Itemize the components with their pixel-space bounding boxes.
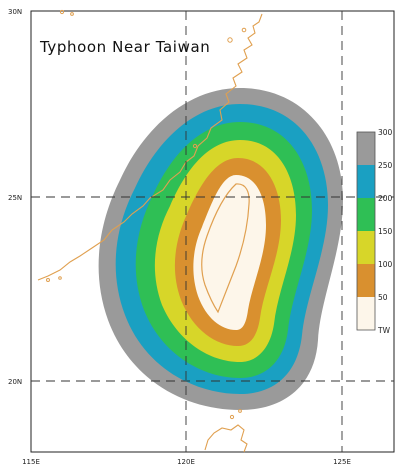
legend-label-50: 50 [378, 293, 388, 302]
coastal-islands [46, 9, 247, 282]
legend-label-150: 150 [378, 227, 393, 236]
x-tick-115e: 115E [22, 458, 40, 466]
legend-swatch-0-50 [357, 297, 375, 330]
legend-label-100: 100 [378, 260, 393, 269]
x-tick-120e: 120E [177, 458, 195, 466]
x-tick-125e: 125E [333, 458, 351, 466]
legend-label-250: 250 [378, 161, 393, 170]
y-tick-25n: 25N [8, 194, 22, 202]
taiwan-coastline [201, 183, 250, 314]
china-coastline [37, 13, 263, 281]
axis-ticks: 30N 25N 20N 115E 120E 125E [8, 8, 351, 466]
legend-label-300: 300 [378, 128, 393, 137]
legend-swatch-250-300 [357, 132, 375, 165]
luzon-coastline [204, 424, 248, 453]
y-tick-30n: 30N [8, 8, 22, 16]
luzon-islets [229, 409, 242, 420]
grid-lines [31, 11, 394, 452]
legend-swatch-150-200 [357, 198, 375, 231]
legend-label-200: 200 [378, 194, 393, 203]
legend: 300 250 200 150 100 50 TW [356, 128, 393, 335]
legend-swatch-50-100 [357, 264, 375, 297]
map-title: Typhoon Near Taiwan [39, 38, 210, 56]
legend-label-tw: TW [377, 326, 391, 335]
legend-swatch-200-250 [357, 165, 375, 198]
legend-border [356, 131, 376, 331]
legend-swatch-100-150 [357, 231, 375, 264]
y-tick-20n: 20N [8, 378, 22, 386]
